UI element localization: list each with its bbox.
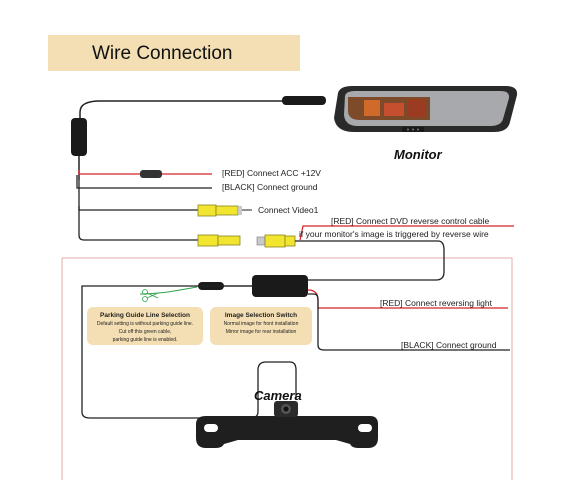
connect-video-label: Connect Video1	[258, 205, 319, 215]
parking-guide-heading: Parking Guide Line Selection	[100, 312, 190, 319]
rca-camera-female	[197, 234, 241, 247]
rearview-mirror-monitor	[334, 86, 518, 132]
black-ground-bottom-wire	[308, 293, 510, 351]
fuse-holder	[71, 118, 87, 156]
red-acc-label: [RED] Connect ACC +12V	[222, 168, 321, 178]
rca-video1	[197, 204, 252, 217]
guide-border	[61, 257, 513, 480]
black-ground-wire	[76, 175, 212, 189]
red-reversing-label: [RED] Connect reversing light	[380, 298, 492, 308]
dvd-reverse-wire	[299, 225, 514, 241]
video-cable	[78, 180, 198, 211]
monitor-label: Monitor	[394, 147, 442, 162]
monitor-cable	[79, 100, 285, 120]
parking-guide-note: Parking Guide Line Selection Default set…	[87, 307, 203, 345]
parking-guide-line1: Default setting is without parking guide…	[96, 321, 194, 327]
image-selection-note: Image Selection Switch Normal image for …	[210, 307, 312, 345]
camera-label: Camera	[254, 388, 302, 403]
cable-plug	[282, 96, 326, 105]
green-guide-wire	[139, 286, 198, 295]
image-selection-line1: Normal image for front installation	[223, 321, 299, 327]
trigger-note-label: if your monitor's image is triggered by …	[299, 229, 489, 239]
image-selection-heading: Image Selection Switch	[224, 312, 298, 319]
acc-connector	[140, 170, 162, 178]
red-acc-wire	[78, 170, 140, 175]
diagram-title: Wire Connection	[92, 43, 233, 64]
parking-guide-line3: parking guide line is enabled.	[112, 337, 178, 343]
scissors-icon	[142, 289, 159, 302]
camera-feed-cable	[81, 285, 297, 419]
camera-bracket	[196, 401, 378, 448]
black-ground-bottom-label: [BLACK] Connect ground	[401, 340, 497, 350]
camera-cable	[295, 240, 445, 281]
title-banner: Wire Connection	[48, 35, 300, 71]
camera-control-box	[252, 275, 308, 297]
black-ground-top-label: [BLACK] Connect ground	[222, 182, 318, 192]
image-selection-line2: Mirror image for rear installation	[225, 329, 297, 335]
rca-camera-male	[256, 234, 296, 248]
red-dvd-label: [RED] Connect DVD reverse control cable	[331, 216, 490, 226]
parking-guide-line2: Cut off this green cable,	[118, 329, 172, 335]
